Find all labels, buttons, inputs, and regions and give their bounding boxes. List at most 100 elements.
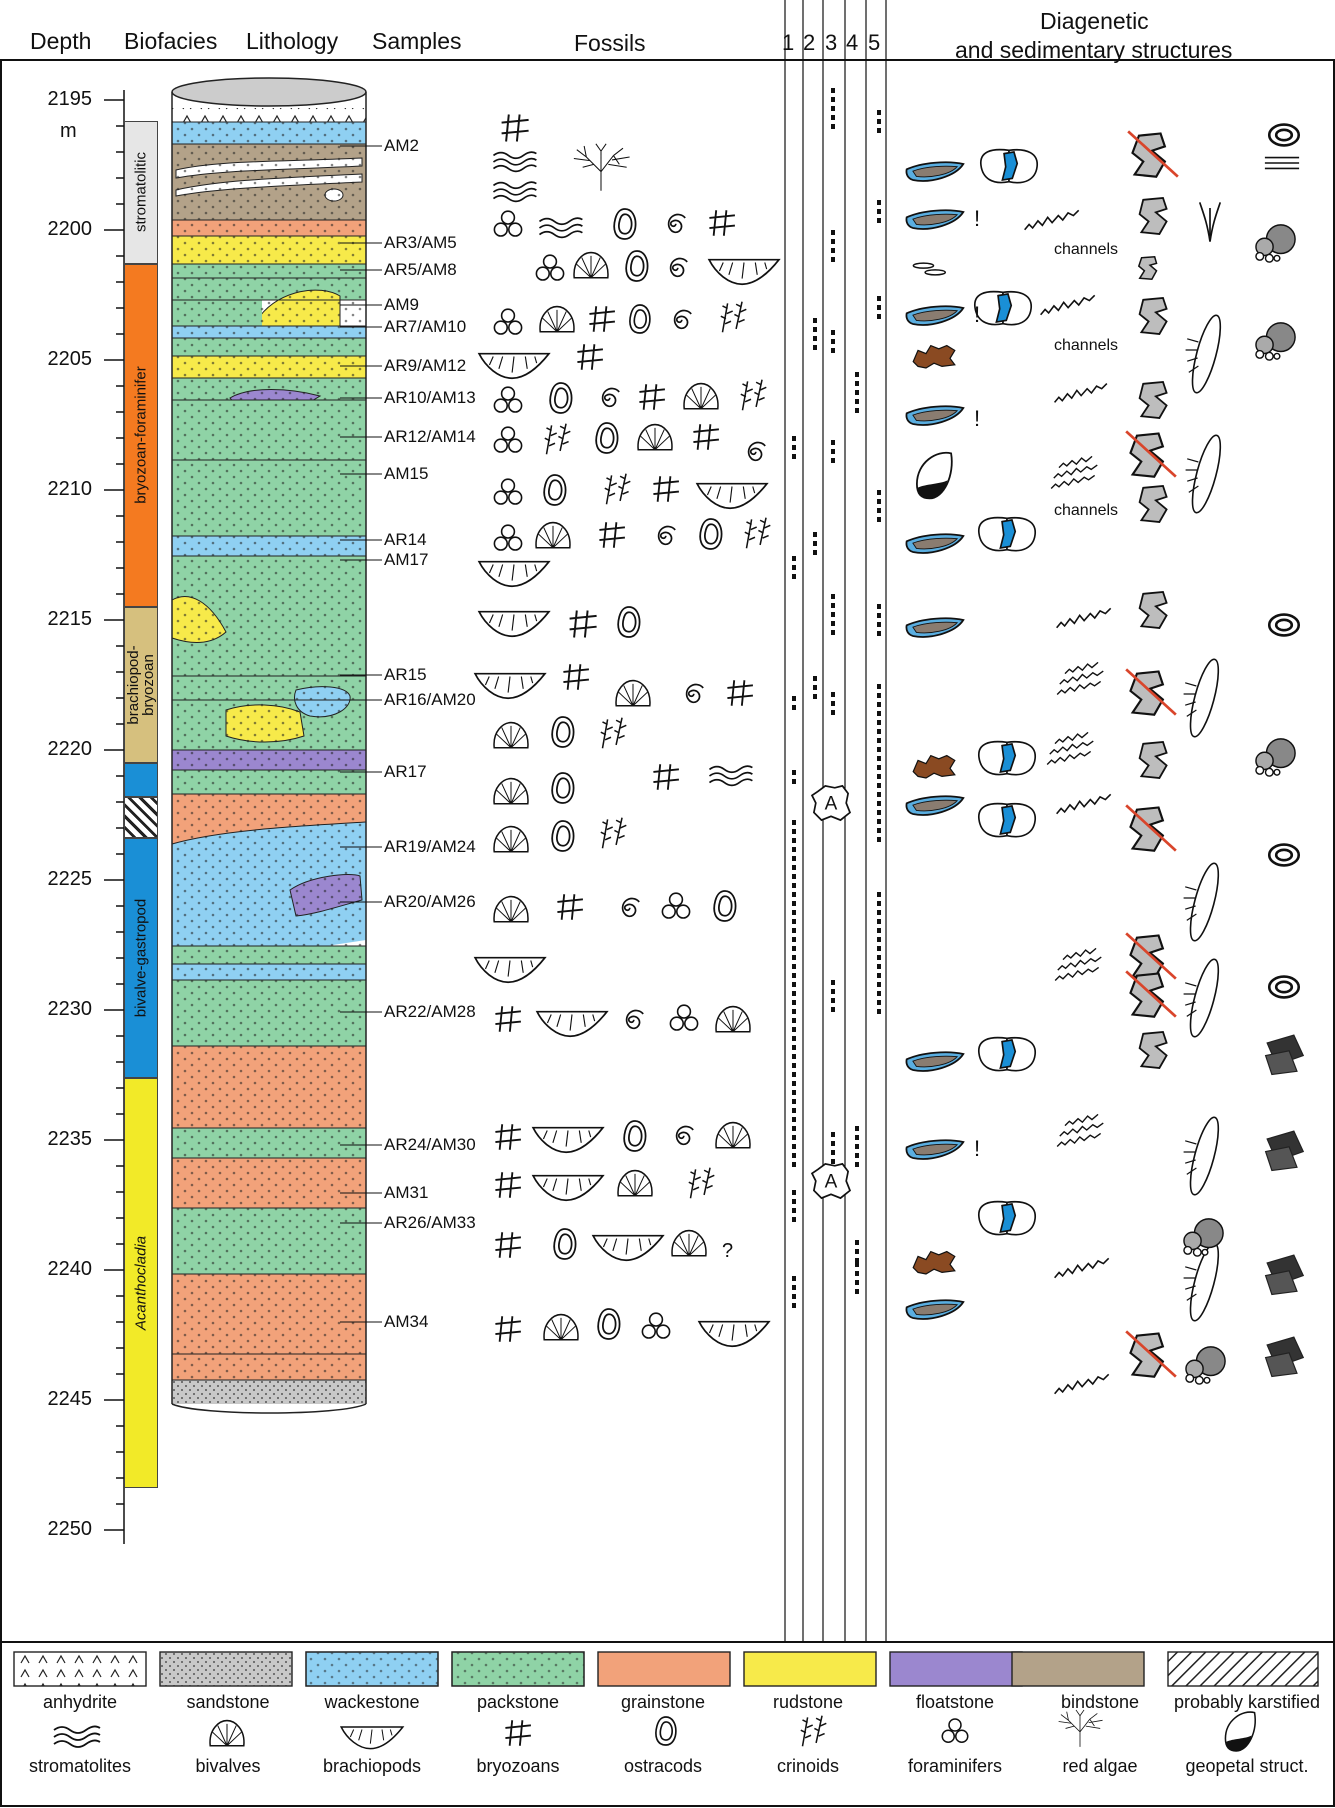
porosity-dash <box>792 1190 796 1195</box>
porosity-dash <box>877 613 881 618</box>
channels-label: channels <box>1054 502 1118 520</box>
porosity-dash <box>792 1208 796 1213</box>
porosity-dash <box>792 973 796 978</box>
porosity-dash <box>877 499 881 504</box>
biofacies-label: brachiopod- bryozoan <box>126 645 156 724</box>
porosity-dash <box>855 399 859 404</box>
sample-label: AR5/AM8 <box>384 260 457 280</box>
porosity-dash <box>831 1141 835 1146</box>
porosity-dash <box>831 106 835 111</box>
legend-label: foraminifers <box>880 1756 1030 1776</box>
sample-label: AR19/AM24 <box>384 837 476 857</box>
porosity-dash <box>792 1162 796 1167</box>
porosity-dash <box>877 508 881 513</box>
porosity-dash <box>877 110 881 115</box>
porosity-dash <box>792 705 796 710</box>
sample-label: AR9/AM12 <box>384 356 466 376</box>
depth-tick-label: 2210 <box>22 478 92 501</box>
porosity-dash <box>877 901 881 906</box>
porosity-dash <box>855 1249 859 1254</box>
porosity-dash <box>813 318 817 323</box>
porosity-dash <box>877 964 881 969</box>
porosity-dash <box>877 490 881 495</box>
porosity-dash <box>877 119 881 124</box>
porosity-dash <box>877 946 881 951</box>
porosity-dash <box>792 1018 796 1023</box>
porosity-dash <box>813 550 817 555</box>
large-number-mark: ! <box>974 1136 980 1162</box>
sample-label: AM2 <box>384 136 419 156</box>
legend-label: floatstone <box>880 1692 1030 1712</box>
depth-unit: m <box>60 120 77 143</box>
porosity-dash <box>831 440 835 445</box>
porosity-dash <box>877 991 881 996</box>
porosity-dash <box>831 621 835 626</box>
porosity-dash <box>813 685 817 690</box>
sample-label: AR26/AM33 <box>384 1213 476 1233</box>
porosity-dash <box>792 574 796 579</box>
porosity-dash <box>855 1135 859 1140</box>
legend-label: grainstone <box>588 1692 738 1712</box>
depth-tick-label: 2195 <box>22 88 92 111</box>
sample-label: AR17 <box>384 762 427 782</box>
porosity-dash <box>831 239 835 244</box>
sample-label: AR3/AM5 <box>384 233 457 253</box>
porosity-dash <box>855 1240 859 1245</box>
porosity-dash <box>877 937 881 942</box>
depth-tick-label: 2250 <box>22 1518 92 1541</box>
porosity-dash <box>831 449 835 454</box>
porosity-dash <box>792 883 796 888</box>
biofacies-strip <box>124 797 158 839</box>
legend-symbols <box>54 1710 1255 1751</box>
porosity-dash <box>877 801 881 806</box>
porosity-dash <box>792 1126 796 1131</box>
depth-tick-label: 2230 <box>22 998 92 1021</box>
porosity-dash <box>792 1217 796 1222</box>
porosity-dash <box>877 209 881 214</box>
legend-swatches <box>14 1652 1318 1686</box>
porosity-dash <box>877 747 881 752</box>
porosity-dash <box>831 594 835 599</box>
biofacies-label: bivalve-gastropod <box>134 899 149 1017</box>
legend-label: stromatolites <box>5 1756 155 1776</box>
porosity-dash <box>792 964 796 969</box>
porosity-dash <box>792 1027 796 1032</box>
porosity-dash <box>831 115 835 120</box>
porosity-dash <box>831 97 835 102</box>
porosity-dash <box>877 729 881 734</box>
depth-tick-label: 2235 <box>22 1128 92 1151</box>
porosity-dash <box>831 701 835 706</box>
porosity-dash <box>792 955 796 960</box>
porosity-dash <box>792 1276 796 1281</box>
porosity-dash <box>792 696 796 701</box>
biofacies-strip: bivalve-gastropod <box>124 838 158 1077</box>
large-number-mark: ! <box>974 302 980 328</box>
legend-label: geopetal struct. <box>1172 1756 1322 1776</box>
porosity-dash <box>877 792 881 797</box>
legend-label: red algae <box>1025 1756 1175 1776</box>
porosity-dash <box>792 829 796 834</box>
legend-label: brachiopods <box>297 1756 447 1776</box>
depth-tick-label: 2220 <box>22 738 92 761</box>
porosity-dash <box>792 820 796 825</box>
porosity-dash <box>831 1159 835 1164</box>
depth-tick-label: 2215 <box>22 608 92 631</box>
porosity-dash <box>831 603 835 608</box>
diagenetic-column <box>906 125 1303 1394</box>
sample-label: AM9 <box>384 295 419 315</box>
porosity-dash <box>792 445 796 450</box>
porosity-dash <box>877 711 881 716</box>
porosity-dash <box>792 1000 796 1005</box>
porosity-dash <box>877 1009 881 1014</box>
lithology-column <box>172 78 366 1413</box>
channels-label: channels <box>1054 337 1118 355</box>
porosity-dash <box>855 1126 859 1131</box>
biofacies-strip: brachiopod- bryozoan <box>124 607 158 763</box>
porosity-dash <box>792 779 796 784</box>
porosity-dash <box>831 1007 835 1012</box>
porosity-dash <box>877 919 881 924</box>
porosity-dash <box>831 458 835 463</box>
porosity-dash <box>855 381 859 386</box>
legend-label: crinoids <box>733 1756 883 1776</box>
porosity-dash <box>792 1081 796 1086</box>
